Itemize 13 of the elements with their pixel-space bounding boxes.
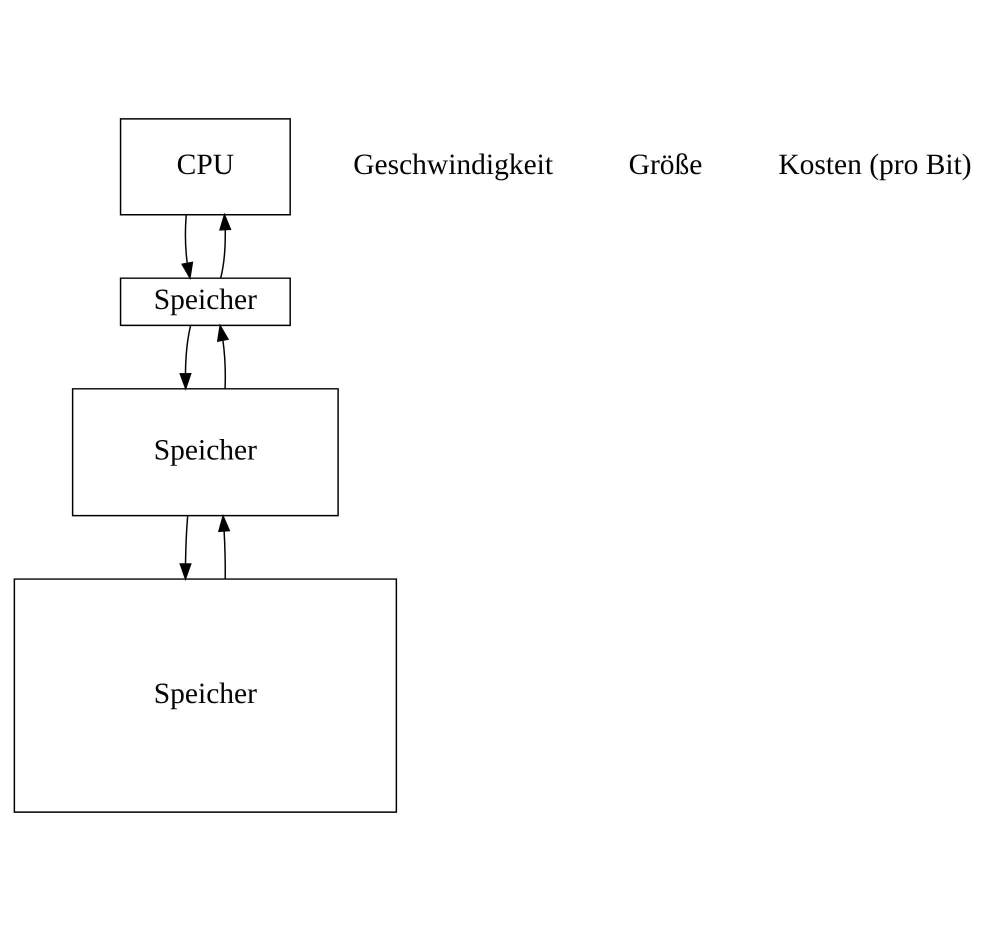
arrow — [216, 323, 230, 389]
label: Größe — [628, 149, 702, 182]
label: Kosten (pro Bit) — [778, 149, 972, 182]
node-box: Speicher — [72, 388, 339, 516]
arrow — [179, 516, 192, 581]
arrow — [219, 212, 232, 278]
node-box: CPU — [120, 118, 291, 216]
arrow — [181, 214, 194, 280]
arrow — [218, 514, 230, 579]
label: Geschwindigkeit — [353, 149, 554, 182]
node-box: Speicher — [14, 578, 398, 813]
arrow — [179, 326, 192, 391]
node-box: Speicher — [120, 277, 291, 326]
